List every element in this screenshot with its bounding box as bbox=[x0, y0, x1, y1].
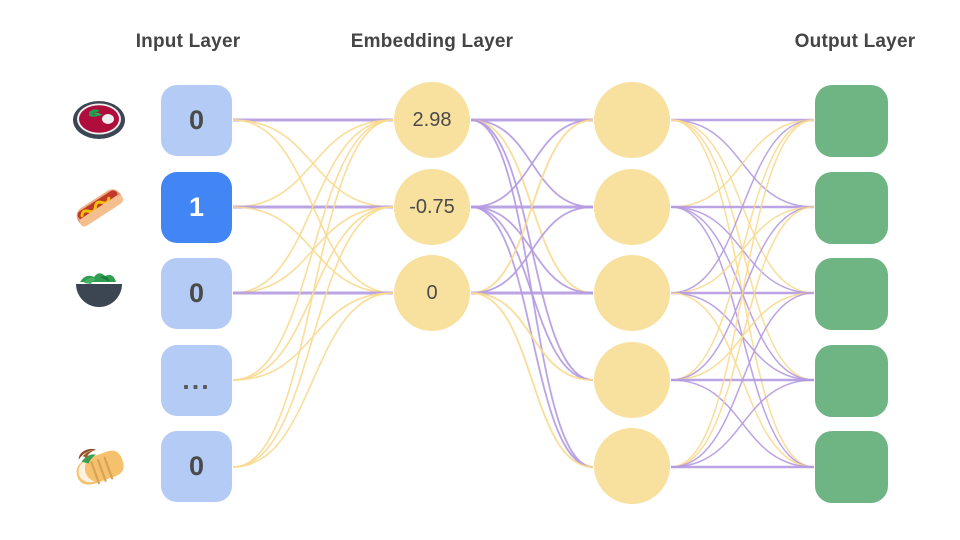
input-node-ellipsis[interactable]: ... bbox=[161, 345, 232, 416]
input-node-1[interactable]: 0 bbox=[161, 85, 232, 156]
bowl-of-stew-icon bbox=[70, 91, 128, 149]
hidden-node-5[interactable] bbox=[594, 428, 670, 504]
hidden-node-2[interactable] bbox=[594, 169, 670, 245]
output-node-3[interactable] bbox=[815, 258, 888, 330]
embedding-layer-title: Embedding Layer bbox=[350, 31, 514, 52]
hidden-node-4[interactable] bbox=[594, 342, 670, 418]
hidden-node-1[interactable] bbox=[594, 82, 670, 158]
green-salad-icon bbox=[70, 264, 128, 322]
output-node-4[interactable] bbox=[815, 345, 888, 417]
input-node-2[interactable]: 1 bbox=[161, 172, 232, 243]
input-layer-title: Input Layer bbox=[135, 31, 241, 52]
burrito-icon bbox=[68, 440, 126, 498]
hidden-node-3[interactable] bbox=[594, 255, 670, 331]
embedding-node-3[interactable]: 0 bbox=[394, 255, 470, 331]
input-node-5[interactable]: 0 bbox=[161, 431, 232, 502]
embedding-node-2[interactable]: -0.75 bbox=[394, 169, 470, 245]
output-node-1[interactable] bbox=[815, 85, 888, 157]
embedding-node-1[interactable]: 2.98 bbox=[394, 82, 470, 158]
output-node-5[interactable] bbox=[815, 431, 888, 503]
output-layer-title: Output Layer bbox=[794, 31, 916, 52]
input-node-3[interactable]: 0 bbox=[161, 258, 232, 329]
hot-dog-icon bbox=[70, 178, 128, 236]
output-node-2[interactable] bbox=[815, 172, 888, 244]
